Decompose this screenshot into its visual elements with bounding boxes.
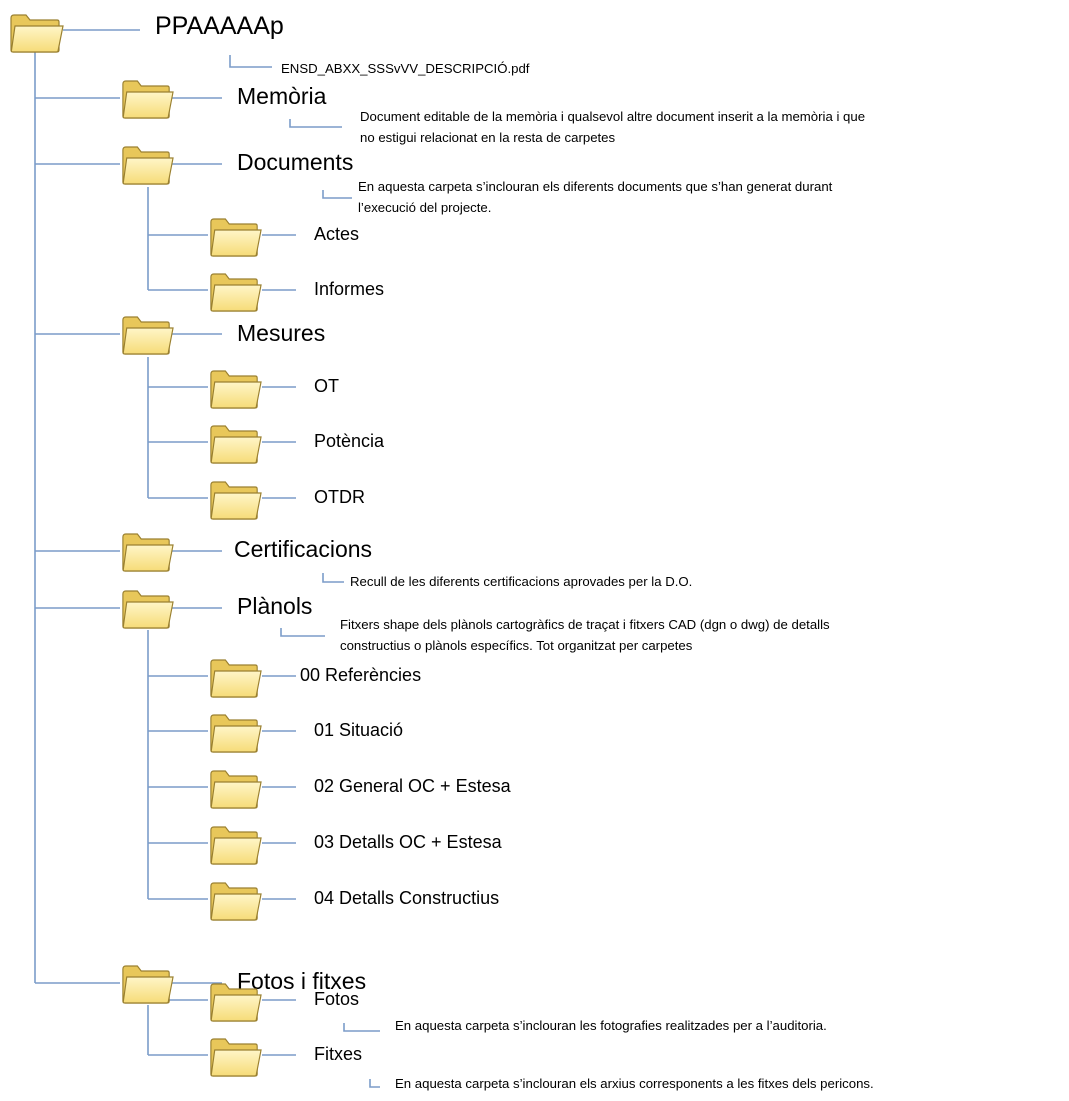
- folder-label-documents[interactable]: Documents: [237, 149, 354, 175]
- folder-label-00-referencies[interactable]: 00 Referències: [300, 665, 422, 685]
- folder-icon[interactable]: [208, 477, 262, 521]
- folder-icon[interactable]: [208, 366, 262, 410]
- folder-icon[interactable]: [208, 214, 262, 258]
- folder-label-planols[interactable]: Plànols: [237, 593, 313, 619]
- folder-icon[interactable]: [208, 269, 262, 313]
- folder-icon[interactable]: [208, 766, 262, 810]
- folder-icon[interactable]: [8, 10, 64, 54]
- folder-label-otdr[interactable]: OTDR: [314, 487, 365, 507]
- folder-icon[interactable]: [208, 878, 262, 922]
- folder-icon[interactable]: [120, 961, 174, 1005]
- folder-icon[interactable]: [208, 655, 262, 699]
- folder-label-fotos-i-fitxes[interactable]: Fotos i fitxes: [237, 968, 367, 994]
- folder-icon[interactable]: [208, 710, 262, 754]
- folder-icon[interactable]: [120, 142, 174, 186]
- folder-label-certificacions[interactable]: Certificacions: [234, 536, 373, 562]
- description-memoria: Document editable de la memòria i qualse…: [360, 109, 866, 145]
- folder-label-04-detalls-constructius[interactable]: 04 Detalls Constructius: [314, 888, 500, 908]
- folder-label-ot[interactable]: OT: [314, 376, 339, 396]
- description-fitxes: En aquesta carpeta s’inclouran els arxiu…: [395, 1076, 874, 1091]
- folder-label-01-situacio[interactable]: 01 Situació: [314, 720, 404, 740]
- folder-icon[interactable]: [208, 822, 262, 866]
- folder-label-03-detalls[interactable]: 03 Detalls OC + Estesa: [314, 832, 502, 852]
- description-documents: En aquesta carpeta s’inclouran els difer…: [358, 179, 833, 215]
- description-planols: Fitxers shape dels plànols cartogràfics …: [340, 617, 830, 653]
- folder-label-memoria[interactable]: Memòria: [237, 83, 327, 109]
- folder-icon[interactable]: [120, 76, 174, 120]
- folder-label-informes[interactable]: Informes: [314, 279, 385, 299]
- folder-label-actes[interactable]: Actes: [314, 224, 360, 244]
- folder-icon[interactable]: [120, 529, 174, 573]
- folder-label-potencia[interactable]: Potència: [314, 431, 385, 451]
- root-folder-label[interactable]: PPAAAAAp: [155, 12, 284, 40]
- folder-label-fitxes[interactable]: Fitxes: [314, 1044, 363, 1064]
- root-file-name: ENSD_ABXX_SSSvVV_DESCRIPCIÓ.pdf: [281, 61, 530, 76]
- folder-icon[interactable]: [208, 421, 262, 465]
- description-fotos: En aquesta carpeta s’inclouran les fotog…: [395, 1018, 827, 1033]
- folder-label-02-general[interactable]: 02 General OC + Estesa: [314, 776, 511, 796]
- description-certificacions: Recull de les diferents certificacions a…: [350, 574, 693, 589]
- folder-label-mesures[interactable]: Mesures: [237, 320, 326, 346]
- folder-icon[interactable]: [208, 979, 262, 1023]
- folder-icon[interactable]: [208, 1034, 262, 1078]
- folder-icon[interactable]: [120, 586, 174, 630]
- folder-icon[interactable]: [120, 312, 174, 356]
- folder-label-fotos[interactable]: Fotos: [314, 989, 360, 1009]
